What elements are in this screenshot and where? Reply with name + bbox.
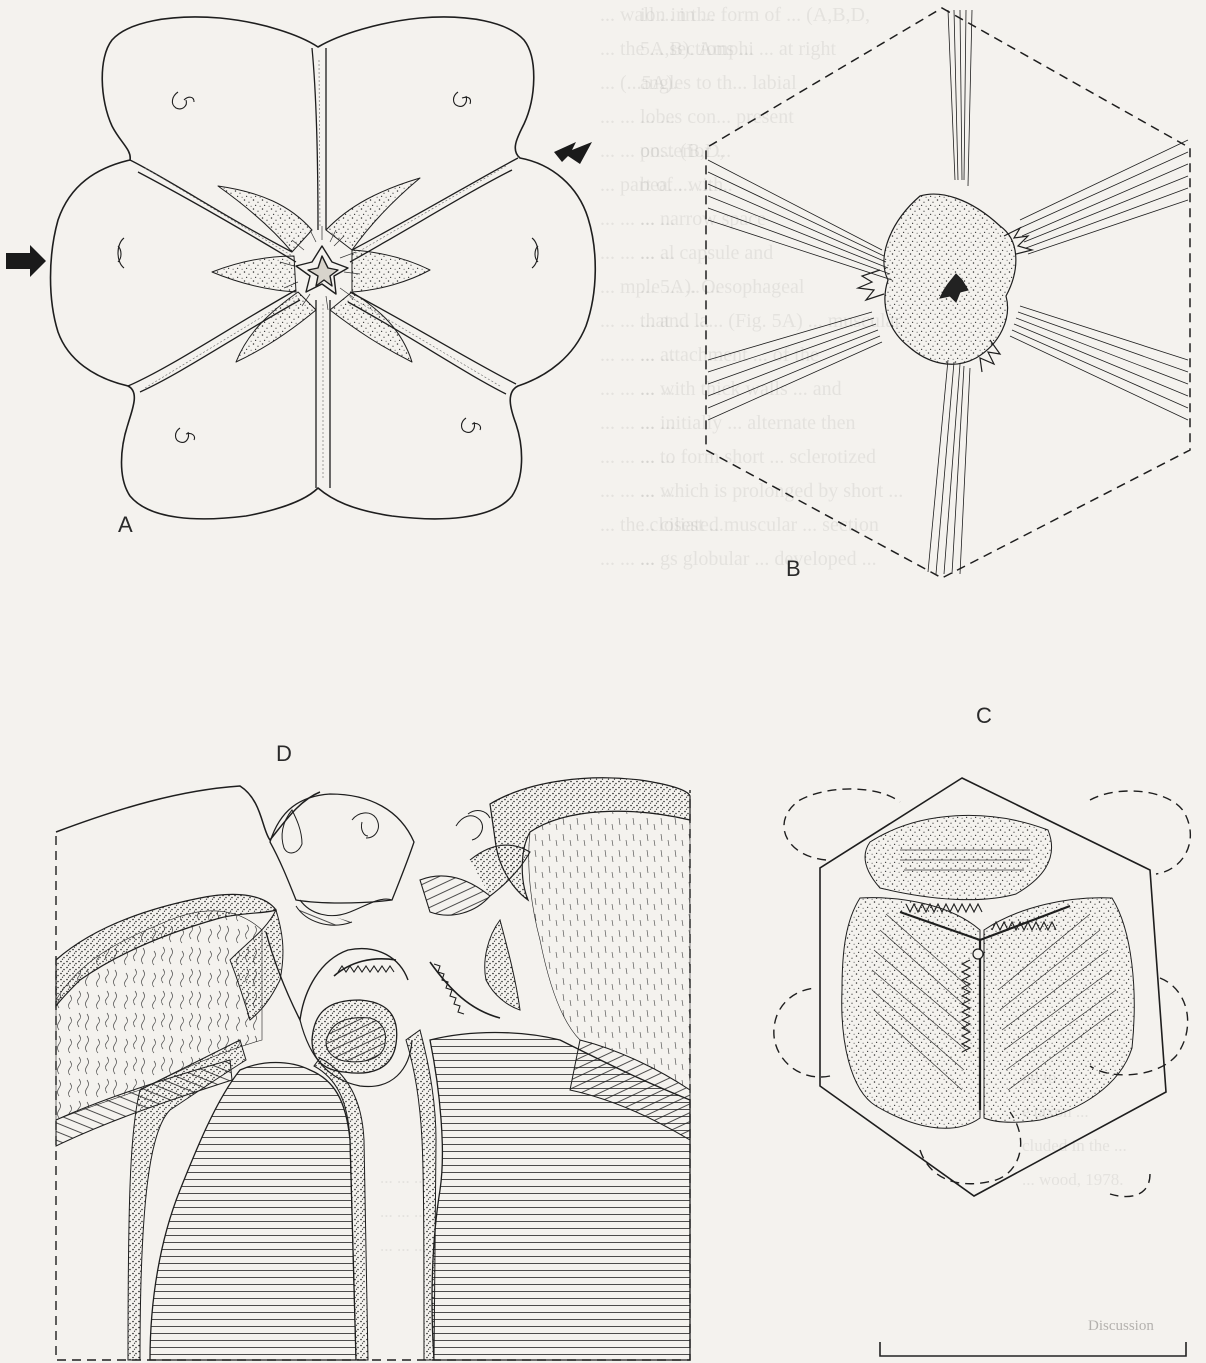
panel-a-cross-section bbox=[51, 17, 596, 519]
arrow-icon bbox=[6, 245, 46, 277]
panel-label-a: A bbox=[118, 512, 133, 538]
panel-label-c: C bbox=[976, 703, 992, 729]
panel-d-longitudinal-section bbox=[56, 778, 690, 1360]
scale-bar bbox=[880, 1342, 1186, 1356]
panel-label-b: B bbox=[786, 556, 801, 582]
panel-b-hexagonal-section bbox=[706, 8, 1190, 578]
arrow-icon bbox=[554, 142, 592, 164]
panel-label-d: D bbox=[276, 741, 292, 767]
panel-c-pharynx-section bbox=[774, 778, 1191, 1197]
